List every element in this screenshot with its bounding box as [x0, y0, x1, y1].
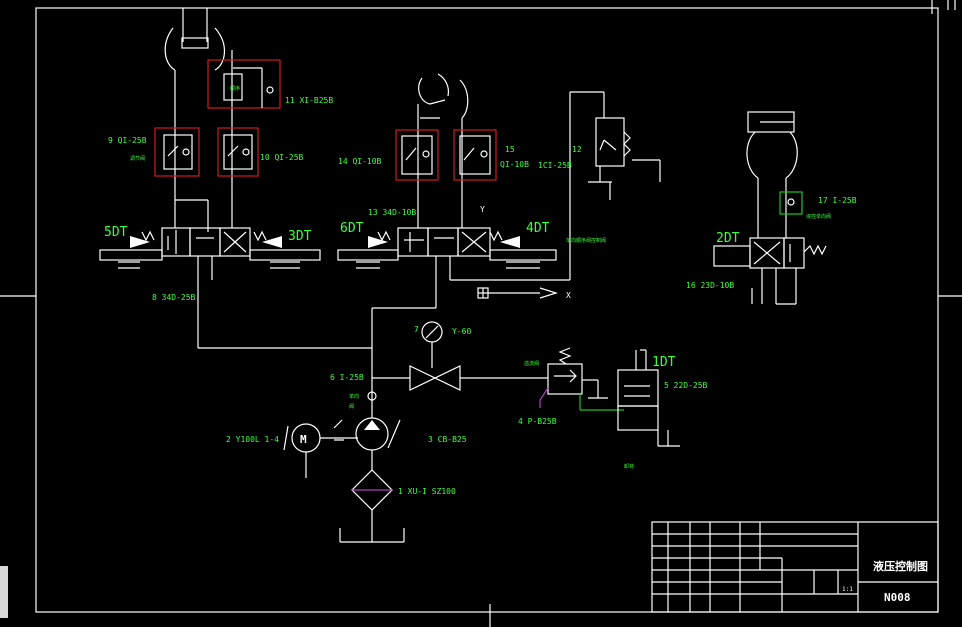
- label-11: 11 XI-B25B: [285, 96, 333, 105]
- valve-13-directional: 13 34D-10B 6DT 4DT: [337, 91, 605, 308]
- component-12-relief-valve: 12 1CI-25B 单向顺序阀控制阀: [538, 117, 661, 244]
- svg-text:溢流阀: 溢流阀: [524, 360, 539, 367]
- valve-8-directional: 8 34D-25B 5DT 3DT: [99, 199, 321, 302]
- shutoff-valve: [409, 365, 461, 391]
- solenoid-1dt: 1DT: [652, 355, 676, 370]
- svg-text:顺序: 顺序: [230, 85, 240, 92]
- component-10-throttle: 10 QI-25B: [217, 127, 304, 177]
- component-17-check: 17 I-25B 液控单向阀: [779, 191, 857, 220]
- right-cylinder: [746, 111, 798, 238]
- label-6: 6 I-25B: [330, 373, 364, 382]
- solenoid-6dt: 6DT: [340, 221, 364, 236]
- svg-text:单向顺序阀控制阀: 单向顺序阀控制阀: [566, 237, 606, 244]
- label-15: 15: [505, 145, 515, 154]
- left-cylinder: [164, 8, 233, 228]
- component-2-motor: M 2 Y100L 1-4: [226, 423, 358, 478]
- label-17: 17 I-25B: [818, 196, 857, 205]
- solenoid-3dt: 3DT: [288, 229, 312, 244]
- svg-text:单向: 单向: [349, 393, 359, 400]
- svg-text:卸荷: 卸荷: [624, 463, 634, 470]
- label-10: 10 QI-25B: [260, 153, 304, 162]
- component-4-relief: 4 P-B25B 溢流阀: [518, 347, 624, 426]
- label-7b: Y-60: [452, 327, 471, 336]
- title-block: 液压控制图 N008 1:1: [651, 521, 939, 613]
- svg-text:阀: 阀: [349, 403, 354, 410]
- valve-16-directional: 2DT 16 23D-10B: [686, 231, 827, 305]
- supply-lines: [197, 290, 548, 418]
- component-11-check-valve: 顺序 11 XI-B25B: [207, 59, 333, 109]
- svg-text:M: M: [300, 433, 307, 446]
- component-1-filter: 1 XU-I SZ100: [339, 469, 456, 543]
- label-15b: QI-10B: [500, 160, 529, 169]
- port-x-line: X: [477, 287, 571, 300]
- label-12b: 1CI-25B: [538, 161, 572, 170]
- label-8: 8 34D-25B: [152, 293, 196, 302]
- label-4: 4 P-B25B: [518, 417, 557, 426]
- label-14: 14 QI-10B: [338, 157, 382, 166]
- component-6-check: 6 I-25B 单向 阀: [330, 373, 377, 410]
- label-16: 16 23D-10B: [686, 281, 734, 290]
- drawing-title: 液压控制图: [873, 559, 928, 573]
- component-15-throttle: 15 QI-10B: [453, 129, 529, 181]
- solenoid-2dt: 2DT: [716, 231, 740, 246]
- solenoid-4dt: 4DT: [526, 221, 550, 236]
- label-5: 5 22D-25B: [664, 381, 708, 390]
- label-12: 12: [572, 145, 582, 154]
- label-7: 7: [414, 325, 419, 334]
- solenoid-5dt: 5DT: [104, 225, 128, 240]
- port-x-label: X: [566, 291, 571, 300]
- label-2: 2 Y100L 1-4: [226, 435, 279, 444]
- component-5-valve: 1DT 5 22D-25B 卸荷: [617, 349, 708, 470]
- component-3-pump: 3 CB-B25: [333, 417, 467, 470]
- svg-text:液控单向阀: 液控单向阀: [806, 213, 831, 220]
- svg-text:调节阀: 调节阀: [130, 155, 145, 162]
- label-1: 1 XU-I SZ100: [398, 487, 456, 496]
- drawing-scale: 1:1: [842, 586, 853, 593]
- port-y-label: Y: [480, 205, 485, 214]
- port-y: Y: [480, 205, 485, 214]
- window-edge: [0, 566, 8, 618]
- label-13: 13 34D-10B: [368, 208, 416, 217]
- component-9-throttle: 9 QI-25B 调节阀: [108, 127, 200, 177]
- label-3: 3 CB-B25: [428, 435, 467, 444]
- component-14-throttle: 14 QI-10B: [338, 129, 439, 181]
- label-9: 9 QI-25B: [108, 136, 147, 145]
- drawing-code: N008: [884, 591, 911, 604]
- component-7-gauge: 7 Y-60: [414, 321, 471, 368]
